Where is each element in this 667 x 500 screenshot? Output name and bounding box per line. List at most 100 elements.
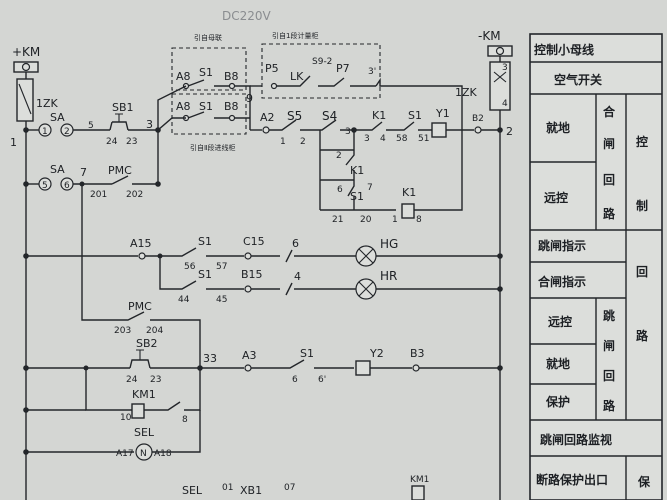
svg-text:10: 10	[120, 413, 132, 423]
svg-text:路: 路	[636, 328, 649, 343]
svg-text:S1: S1	[350, 190, 364, 203]
svg-text:回: 回	[603, 173, 615, 187]
y2-label: Y2	[369, 347, 384, 360]
svg-text:控: 控	[636, 134, 648, 149]
svg-text:路: 路	[603, 398, 616, 413]
svg-text:S1: S1	[199, 100, 213, 113]
svg-text:XB1: XB1	[240, 484, 262, 497]
svg-text:远控: 远控	[544, 190, 568, 205]
svg-text:2: 2	[300, 137, 306, 147]
svg-text:A17: A17	[116, 449, 134, 459]
svg-text:K1: K1	[402, 186, 416, 199]
svg-text:201: 201	[90, 190, 107, 200]
svg-text:9: 9	[246, 92, 253, 105]
svg-text:闸: 闸	[603, 338, 615, 353]
svg-text:3: 3	[502, 63, 508, 73]
node-2: 2	[506, 125, 513, 138]
y1-coil	[431, 122, 447, 138]
sa-switch-label: SA	[50, 111, 65, 124]
svg-text:51: 51	[418, 134, 429, 144]
note-meter: 引自1段计量柜	[272, 31, 318, 40]
svg-text:7: 7	[367, 183, 373, 193]
svg-text:S5: S5	[287, 109, 302, 123]
svg-text:2: 2	[336, 151, 342, 161]
svg-text:跳闸回路监视: 跳闸回路监视	[540, 432, 612, 447]
minus-bus-label: -KM	[478, 29, 501, 43]
svg-text:SA: SA	[50, 163, 65, 176]
km1-coil	[131, 403, 145, 419]
sb1-contact	[109, 121, 129, 131]
svg-text:P5: P5	[265, 62, 279, 75]
function-table: 控制小母线 空气开关 就地 合 闸 回 路 控 制 远控 跳闸指示 合闸指示 回…	[529, 33, 663, 500]
svg-text:56: 56	[184, 262, 196, 272]
svg-text:21: 21	[332, 215, 343, 225]
svg-text:4: 4	[380, 134, 386, 144]
svg-text:3: 3	[364, 134, 370, 144]
svg-text:3: 3	[146, 118, 153, 131]
svg-text:K1: K1	[372, 109, 386, 122]
svg-text:6: 6	[337, 185, 343, 195]
meter-box	[261, 43, 381, 99]
svg-text:S1: S1	[408, 109, 422, 122]
svg-text:23: 23	[126, 137, 137, 147]
s1-box-lower	[171, 93, 247, 135]
svg-text:就地: 就地	[546, 356, 570, 371]
svg-text:202: 202	[126, 190, 143, 200]
svg-text:A8: A8	[176, 100, 191, 113]
svg-text:B2: B2	[472, 114, 484, 124]
svg-text:4: 4	[294, 270, 301, 283]
svg-text:跳闸指示: 跳闸指示	[538, 238, 586, 253]
svg-text:3': 3'	[368, 67, 376, 77]
note-section2: 引自Ⅱ段进线柜	[190, 143, 235, 152]
svg-text:SEL: SEL	[134, 426, 155, 439]
fuse-left-mark	[18, 83, 32, 115]
svg-text:S1: S1	[198, 268, 212, 281]
svg-text:断路保护出口: 断路保护出口	[536, 472, 608, 487]
svg-text:A2: A2	[260, 111, 275, 124]
svg-text:7: 7	[80, 166, 87, 179]
svg-text:空气开关: 空气开关	[554, 72, 602, 87]
svg-text:4: 4	[502, 99, 508, 109]
svg-text:58: 58	[396, 134, 408, 144]
svg-text:57: 57	[216, 262, 227, 272]
svg-text:保: 保	[637, 474, 651, 489]
sb1-label: SB1	[112, 101, 134, 114]
svg-text:就地: 就地	[546, 120, 570, 135]
svg-text:SEL: SEL	[182, 484, 203, 497]
node-1: 1	[10, 136, 17, 149]
svg-text:1: 1	[42, 127, 48, 137]
svg-text:P7: P7	[336, 62, 350, 75]
svg-text:K1: K1	[350, 164, 364, 177]
svg-text:合: 合	[603, 104, 616, 119]
fuse-right-label: 1ZK	[455, 86, 478, 99]
svg-text:6: 6	[64, 181, 70, 191]
svg-text:5: 5	[88, 121, 94, 131]
svg-text:回: 回	[636, 265, 648, 279]
svg-text:KM1: KM1	[410, 475, 429, 485]
svg-text:07: 07	[284, 483, 295, 493]
svg-text:23: 23	[150, 375, 161, 385]
table-header: 控制小母线	[534, 42, 594, 57]
svg-text:制: 制	[636, 198, 648, 213]
svg-text:S1: S1	[300, 347, 314, 360]
fuse-left-label: 1ZK	[36, 97, 59, 110]
svg-text:B15: B15	[241, 268, 263, 281]
sa-terminal-1	[38, 123, 52, 137]
svg-text:8: 8	[182, 415, 188, 425]
svg-text:路: 路	[603, 206, 616, 221]
svg-text:6': 6'	[318, 375, 326, 385]
pmc-label: PMC	[108, 164, 132, 177]
svg-text:5: 5	[42, 181, 48, 191]
svg-text:45: 45	[216, 295, 227, 305]
svg-text:A8: A8	[176, 70, 191, 83]
svg-text:24: 24	[106, 137, 118, 147]
svg-text:01: 01	[222, 483, 233, 493]
minus-bus-node	[495, 46, 505, 56]
svg-text:合闸指示: 合闸指示	[538, 274, 586, 289]
svg-text:N: N	[140, 449, 147, 459]
plus-bus-label: +KM	[12, 45, 40, 59]
k1-coil	[401, 203, 415, 219]
s1-box-upper	[171, 47, 247, 91]
svg-text:S1: S1	[199, 66, 213, 79]
